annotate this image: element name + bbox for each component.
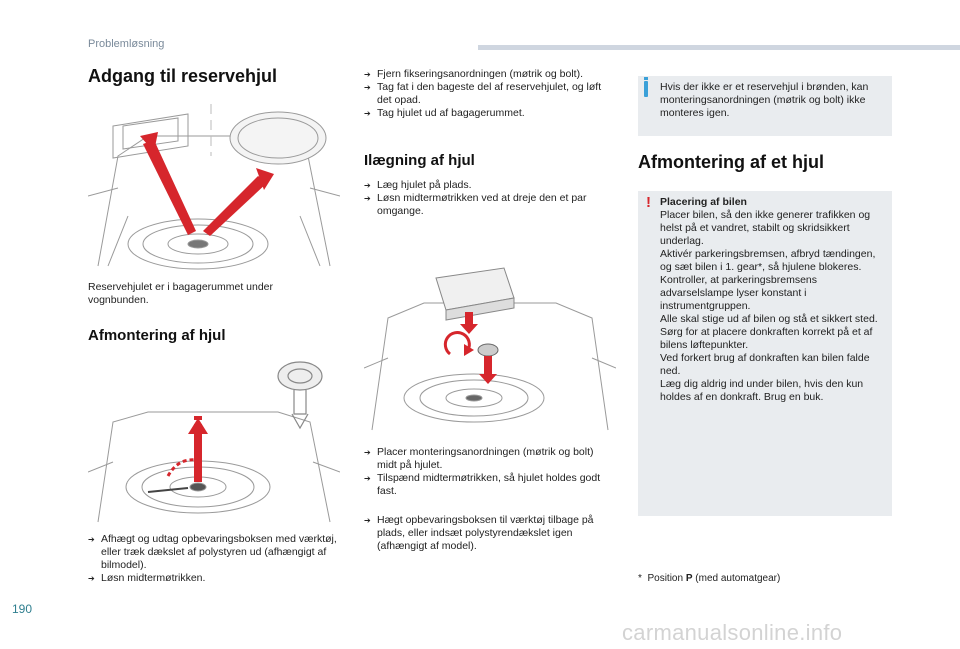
title-ilaegning-af-hjul: Ilægning af hjul (364, 152, 475, 169)
warning-line: Ved forkert brug af donkraften kan bilen… (660, 352, 870, 377)
title-afmontering-af-et-hjul: Afmontering af et hjul (638, 152, 824, 172)
steps-removal: Afhægt og udtag opbevaringsboksen med væ… (88, 533, 340, 585)
warning-line: Placer bilen, så den ikke generer trafik… (660, 209, 871, 247)
step-loosen-center-nut: Løsn midtermøtrikken. (88, 572, 340, 585)
caption-spare-wheel-location: Reservehjulet er i bagagerummet under vo… (88, 281, 274, 306)
figure-refit-wheel (364, 258, 616, 434)
figure-spare-wheel-access (88, 96, 340, 272)
warning-content: Placering af bilen Placer bilen, så den … (660, 196, 888, 404)
warning-exclamation-icon: ! (646, 194, 651, 211)
footnote-post: (med automatgear) (695, 573, 781, 584)
section-header: Problemløsning (88, 38, 165, 50)
step-remove-box: Afhægt og udtag opbevaringsboksen med væ… (88, 533, 340, 572)
warning-line: Alle skal stige ud af bilen og stå et si… (660, 313, 878, 325)
steps-tighten: Placer monteringsanordningen (møtrik og … (364, 446, 614, 498)
steps-refit-box: Hægt opbevaringsboksen til værktøj tilba… (364, 514, 619, 553)
warning-line: Aktivér parkeringsbremsen, afbryd tændin… (660, 248, 876, 273)
page-number: 190 (12, 602, 33, 616)
steps-fit-wheel: Læg hjulet på plads. Løsn midtermøtrikke… (364, 179, 614, 218)
footnote: * Position P (med automatgear) (638, 573, 780, 584)
title-adgang-reservehjul: Adgang til reservehjul (88, 66, 278, 86)
info-text: Hvis der ikke er et reservehjul i brønde… (660, 81, 869, 119)
steps-remove-wheel: Fjern fikseringsanordningen (møtrik og b… (364, 68, 614, 120)
warning-line: Kontroller, at parkeringsbremsens advars… (660, 274, 817, 312)
step-loosen-nut-turns: Løsn midtermøtrikken ved at dreje den et… (364, 192, 614, 218)
footnote-bold: P (685, 573, 693, 584)
info-box: Hvis der ikke er et reservehjul i brønde… (638, 76, 892, 136)
info-icon (644, 77, 648, 97)
figure-unscrew-nut (88, 352, 340, 528)
header-bar (478, 45, 960, 50)
step-take-wheel-out: Tag hjulet ud af bagagerummet. (364, 107, 614, 120)
footnote-pre: Position (647, 573, 684, 584)
warning-title: Placering af bilen (660, 196, 747, 208)
title-afmontering-af-hjul: Afmontering af hjul (88, 327, 226, 344)
step-place-wheel: Læg hjulet på plads. (364, 179, 614, 192)
footnote-star: * (638, 573, 642, 584)
step-refit-box: Hægt opbevaringsboksen til værktøj tilba… (364, 514, 619, 553)
watermark: carmanualsonline.info (622, 620, 843, 645)
step-lift-wheel: Tag fat i den bageste del af reservehjul… (364, 81, 614, 107)
step-tighten-nut: Tilspænd midtermøtrikken, så hjulet hold… (364, 472, 614, 498)
warning-box: ! Placering af bilen Placer bilen, så de… (638, 191, 892, 516)
warning-line: Læg dig aldrig ind under bilen, hvis den… (660, 378, 864, 403)
step-place-fixing: Placer monteringsanordningen (møtrik og … (364, 446, 614, 472)
warning-line: Sørg for at placere donkraften korrekt p… (660, 326, 873, 351)
step-remove-fixing: Fjern fikseringsanordningen (møtrik og b… (364, 68, 614, 81)
